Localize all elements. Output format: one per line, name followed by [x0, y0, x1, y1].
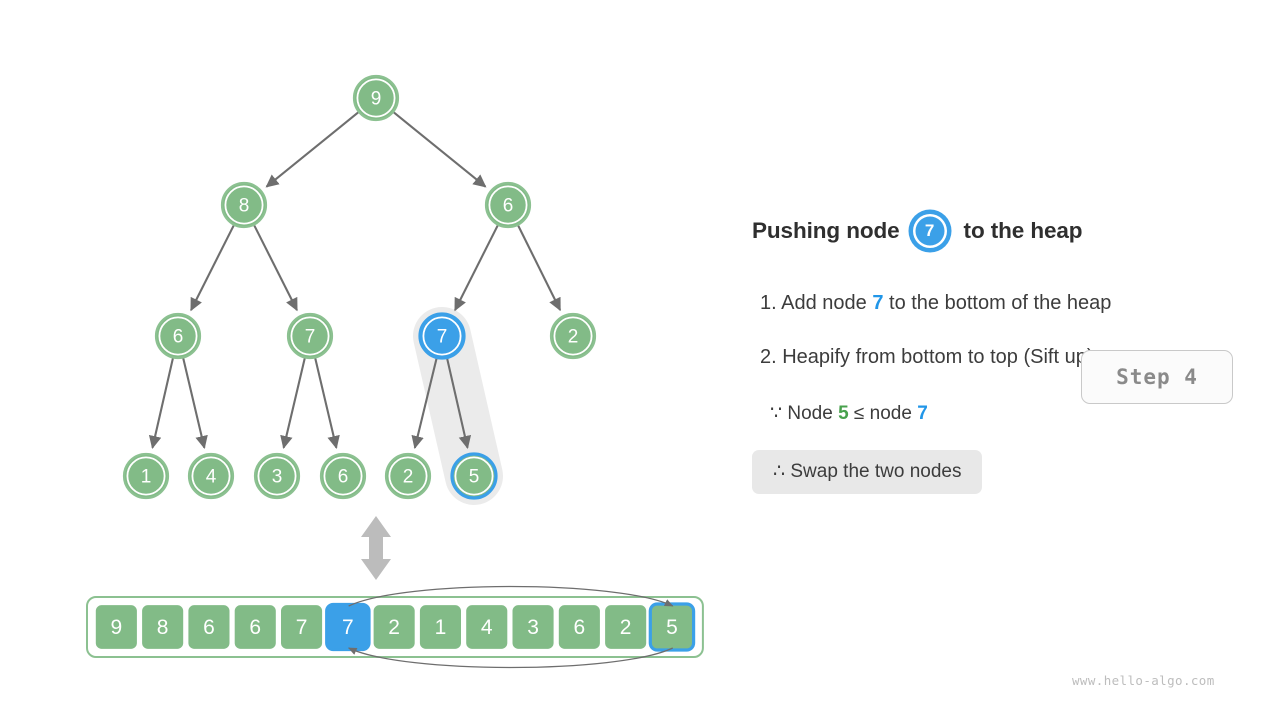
- svg-text:7: 7: [296, 616, 308, 639]
- svg-text:6: 6: [203, 616, 215, 639]
- array-cell-9: 3: [510, 602, 556, 652]
- svg-text:1: 1: [435, 616, 447, 639]
- step-badge: Step 4: [1081, 350, 1233, 404]
- conclusion-badge: ∴ Swap the two nodes: [752, 450, 983, 494]
- array-cell-4: 7: [278, 602, 325, 652]
- svg-text:8: 8: [157, 616, 169, 639]
- tree-node-6: 6: [319, 452, 367, 500]
- array-cell-5: 7: [325, 602, 371, 652]
- array-cell-10: 6: [556, 602, 603, 652]
- tree-node-3: 3: [253, 452, 301, 500]
- headline: Pushing node 7 to the heap: [752, 214, 1083, 248]
- step-1-suffix: to the bottom of the heap: [883, 292, 1112, 314]
- svg-text:7: 7: [342, 616, 354, 639]
- svg-text:4: 4: [206, 467, 217, 488]
- reason-middle: ≤ node: [848, 403, 918, 424]
- heap-tree-diagram: 9 8 6 6 7 7 2 1 4 3 6 2 5 9 8 6 6 7 7 2 1 4 3 6 2 5: [86, 74, 704, 669]
- headline-prefix: Pushing node: [752, 218, 900, 243]
- reason-value-1: 5: [838, 403, 849, 424]
- tree-node-4: 4: [187, 452, 235, 500]
- tree-node-1: 1: [122, 452, 170, 500]
- array-representation: 9 8 6 6 7 7 2 1 4 3 6 2 5: [86, 596, 704, 658]
- svg-text:9: 9: [371, 89, 382, 110]
- array-swap-arrows: [347, 585, 674, 669]
- array-cell-8: 4: [464, 602, 510, 652]
- svg-text:6: 6: [338, 467, 349, 488]
- headline-suffix: to the heap: [963, 218, 1083, 243]
- array-cell-11: 2: [602, 602, 649, 652]
- tree-node-8: 8: [220, 181, 268, 229]
- tree-array-link-icon: [361, 516, 391, 580]
- tree-edges: [148, 111, 562, 450]
- svg-text:3: 3: [272, 467, 283, 488]
- svg-text:2: 2: [388, 616, 400, 639]
- reason-value-2: 7: [917, 403, 928, 424]
- tree-node-5: 5: [450, 452, 498, 500]
- explanation-panel: Pushing node 7 to the heap 1. Add node 7…: [752, 0, 1280, 720]
- svg-text:5: 5: [666, 616, 678, 639]
- step-1-text: 1. Add node 7 to the bottom of the heap: [760, 292, 1111, 315]
- tree-node-6: 6: [154, 312, 202, 360]
- array-cell-1: 8: [139, 602, 186, 652]
- svg-text:6: 6: [503, 196, 514, 217]
- reason-text: ∵ Node 5 ≤ node 7: [770, 402, 928, 425]
- svg-text:6: 6: [574, 616, 586, 639]
- array-cell-2: 6: [186, 602, 232, 652]
- array-cell-3: 6: [232, 602, 279, 652]
- svg-text:9: 9: [111, 616, 123, 639]
- tree-node-2: 2: [384, 452, 432, 500]
- svg-text:6: 6: [173, 327, 184, 348]
- watermark: www.hello-algo.com: [1072, 673, 1215, 688]
- step-1-value: 7: [872, 292, 884, 314]
- array-cell-7: 1: [417, 602, 464, 652]
- tree-node-6: 6: [484, 181, 532, 229]
- tree-node-7: 7: [418, 312, 466, 360]
- svg-text:2: 2: [620, 616, 632, 639]
- svg-text:5: 5: [469, 467, 480, 488]
- tree-nodes: 9 8 6 6 7 7 2 1 4 3 6 2 5: [122, 74, 597, 500]
- svg-text:6: 6: [249, 616, 261, 639]
- svg-text:7: 7: [305, 327, 316, 348]
- tree-node-2: 2: [549, 312, 597, 360]
- tree-node-7: 7: [286, 312, 334, 360]
- headline-node-chip: 7: [912, 214, 947, 248]
- tree-node-9: 9: [352, 74, 400, 122]
- svg-text:4: 4: [481, 616, 493, 639]
- svg-text:3: 3: [527, 616, 539, 639]
- step-2-text: 2. Heapify from bottom to top (Sift up): [760, 346, 1094, 368]
- svg-text:7: 7: [437, 327, 448, 348]
- reason-prefix: ∵ Node: [770, 403, 839, 424]
- svg-text:8: 8: [239, 196, 250, 217]
- svg-text:1: 1: [141, 467, 152, 488]
- svg-text:2: 2: [568, 327, 579, 348]
- array-cell-6: 2: [371, 602, 417, 652]
- array-cell-0: 9: [93, 602, 140, 652]
- step-1-prefix: 1. Add node: [760, 292, 873, 314]
- array-cell-12: 5: [648, 602, 696, 652]
- svg-text:2: 2: [403, 467, 414, 488]
